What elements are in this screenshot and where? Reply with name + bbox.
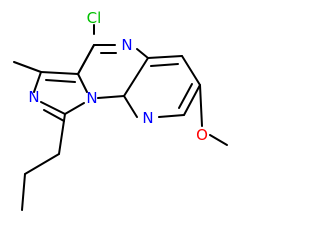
bond-py-4 <box>158 114 185 118</box>
bond-n-top-c <box>136 48 149 59</box>
bond-py-1 <box>147 55 183 59</box>
molecule-structure-diagram: Cl N N N N O <box>13 9 228 211</box>
bond-im-2 <box>33 71 42 93</box>
atom-labels: Cl N N N N O <box>28 9 208 144</box>
bond-propyl-2 <box>24 153 60 175</box>
bond-py-2 <box>181 55 201 86</box>
bond-propyl-1 <box>58 113 66 155</box>
bond-im-1 <box>40 71 79 75</box>
bond-py-3 <box>183 84 201 116</box>
bond-py-6 <box>123 57 149 97</box>
atom-label-n-bridge: N <box>86 89 97 107</box>
bond-methoxy-1 <box>199 84 203 127</box>
bond-methyl <box>13 61 42 73</box>
bond-cent-3 <box>97 95 125 99</box>
bond-propyl-3 <box>21 173 26 211</box>
bond-cent-2 <box>77 73 88 93</box>
atom-label-n-pyridine: N <box>142 109 153 127</box>
bonds <box>13 24 228 211</box>
atom-label-cl: Cl <box>87 9 102 27</box>
bond-im-3 <box>40 101 66 115</box>
atom-label-n-imidazole: N <box>28 88 39 106</box>
bond-py-3-double <box>178 83 193 109</box>
atom-label-o-methoxy: O <box>196 126 208 144</box>
atom-label-n-top: N <box>121 36 132 54</box>
bond-py-5 <box>123 95 138 118</box>
bond-cent-4 <box>77 44 95 75</box>
bond-im-4 <box>64 102 85 115</box>
bond-py-1-double <box>150 63 179 67</box>
bond-im-3-double <box>43 109 65 122</box>
bond-methoxy-2 <box>209 134 228 146</box>
bond-im-1-double <box>45 79 76 83</box>
